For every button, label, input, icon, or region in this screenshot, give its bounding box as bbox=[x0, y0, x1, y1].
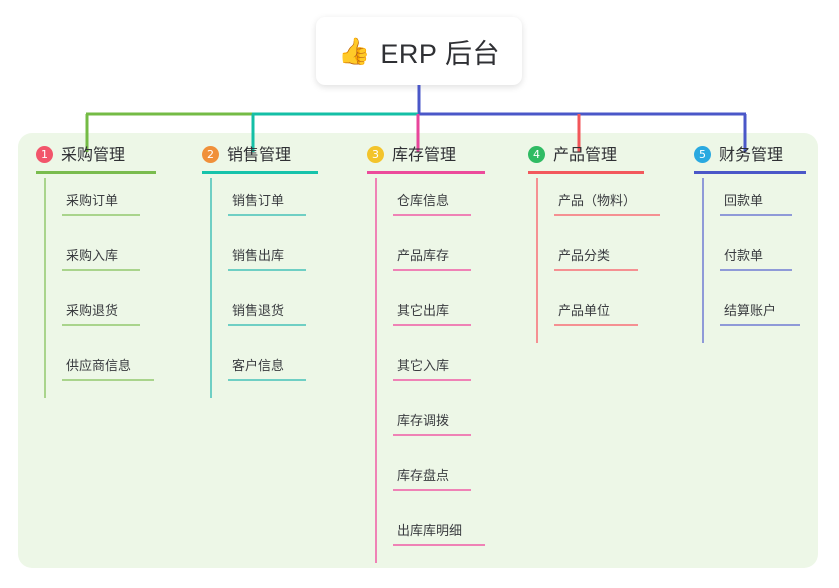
list-item-underline bbox=[228, 324, 306, 326]
list-item-underline bbox=[62, 269, 140, 271]
column-badge: 5 bbox=[694, 146, 711, 163]
column-stem-line bbox=[44, 178, 46, 398]
column-title: 采购管理 bbox=[61, 147, 126, 164]
list-item-label: 销售退货 bbox=[232, 303, 285, 318]
list-item-underline bbox=[393, 434, 471, 436]
diagram-panel bbox=[18, 133, 818, 568]
list-item-label: 库存盘点 bbox=[397, 468, 450, 483]
list-item-label: 采购入库 bbox=[66, 248, 119, 263]
column-title: 销售管理 bbox=[227, 147, 292, 164]
list-item-underline bbox=[720, 269, 792, 271]
thumbs-up-icon: 👍 bbox=[338, 36, 371, 66]
list-item-label: 产品分类 bbox=[558, 248, 611, 263]
root-node-title: ERP 后台 bbox=[380, 38, 500, 69]
list-item-label: 其它出库 bbox=[397, 303, 450, 318]
list-item-underline bbox=[62, 324, 140, 326]
list-item-label: 付款单 bbox=[724, 248, 764, 263]
list-item-underline bbox=[720, 214, 792, 216]
list-item-underline bbox=[62, 214, 140, 216]
list-item-underline bbox=[554, 269, 638, 271]
list-item-label: 产品（物料） bbox=[558, 193, 637, 208]
list-item-label: 客户信息 bbox=[232, 358, 285, 373]
column-underline bbox=[367, 171, 485, 174]
column-underline bbox=[202, 171, 318, 174]
list-item-label: 结算账户 bbox=[724, 303, 777, 318]
column-stem-line bbox=[210, 178, 212, 398]
column-stem-line bbox=[375, 178, 377, 563]
column-underline bbox=[528, 171, 644, 174]
list-item-label: 产品库存 bbox=[397, 248, 450, 263]
list-item-underline bbox=[554, 214, 660, 216]
list-item-underline bbox=[554, 324, 638, 326]
list-item-label: 出库库明细 bbox=[397, 523, 463, 538]
list-item-underline bbox=[393, 214, 471, 216]
list-item-underline bbox=[228, 269, 306, 271]
column-badge: 3 bbox=[367, 146, 384, 163]
list-item-label: 采购退货 bbox=[66, 303, 119, 318]
column-stem-line bbox=[536, 178, 538, 343]
list-item-label: 回款单 bbox=[724, 193, 764, 208]
list-item-underline bbox=[228, 214, 306, 216]
list-item-label: 其它入库 bbox=[397, 358, 450, 373]
column-stem-line bbox=[702, 178, 704, 343]
column-badge: 1 bbox=[36, 146, 53, 163]
root-node-card[interactable]: 👍 ERP 后台 bbox=[316, 17, 522, 85]
list-item-underline bbox=[393, 544, 485, 546]
list-item-underline bbox=[228, 379, 306, 381]
list-item-label: 仓库信息 bbox=[397, 193, 450, 208]
column-title: 财务管理 bbox=[719, 147, 784, 164]
list-item-underline bbox=[393, 379, 471, 381]
list-item-label: 产品单位 bbox=[558, 303, 611, 318]
list-item-label: 销售订单 bbox=[232, 193, 285, 208]
list-item-underline bbox=[393, 269, 471, 271]
column-badge: 4 bbox=[528, 146, 545, 163]
list-item-label: 库存调拨 bbox=[397, 413, 450, 428]
list-item-underline bbox=[62, 379, 154, 381]
list-item-underline bbox=[393, 489, 471, 491]
list-item-underline bbox=[720, 324, 800, 326]
column-underline bbox=[36, 171, 156, 174]
column-underline bbox=[694, 171, 806, 174]
list-item-label: 供应商信息 bbox=[66, 358, 132, 373]
list-item-label: 销售出库 bbox=[232, 248, 285, 263]
column-title: 库存管理 bbox=[392, 147, 457, 164]
column-title: 产品管理 bbox=[553, 147, 618, 164]
column-badge: 2 bbox=[202, 146, 219, 163]
list-item-underline bbox=[393, 324, 471, 326]
list-item-label: 采购订单 bbox=[66, 193, 119, 208]
